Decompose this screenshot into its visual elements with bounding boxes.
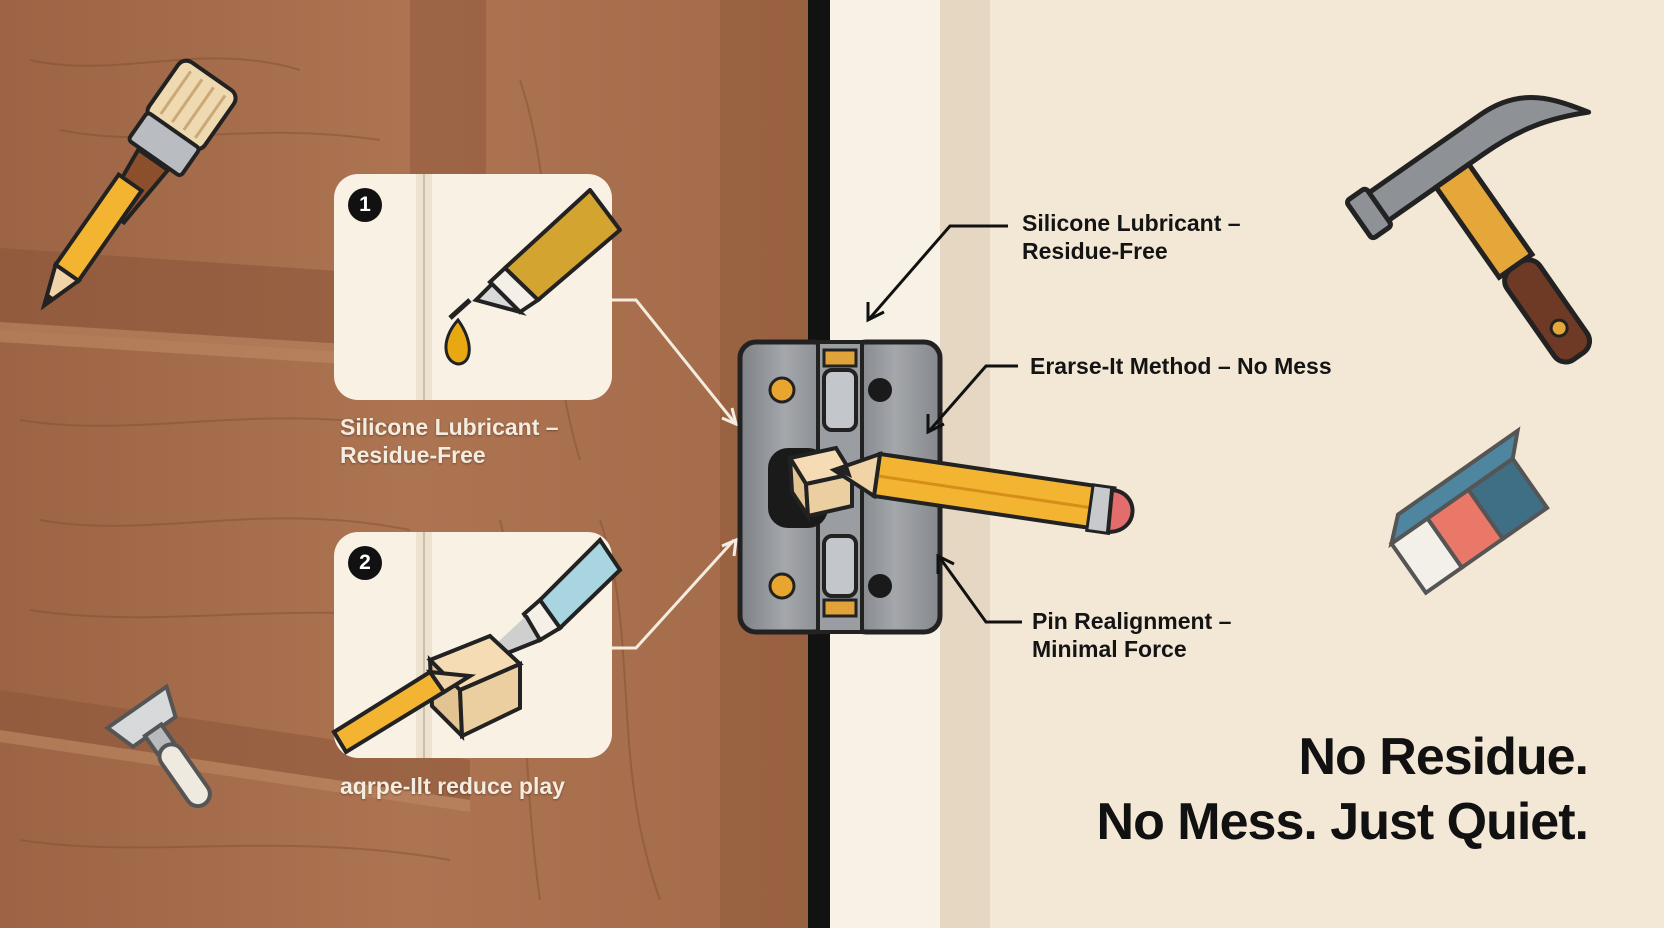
tagline-line2: No Mess. Just Quiet.: [1096, 792, 1589, 851]
hammer-icon: [1345, 95, 1593, 365]
wood-block-icon: [786, 445, 856, 524]
callout-1-line1: Silicone Lubricant –: [1022, 210, 1241, 236]
step-1-caption: Silicone Lubricant – Residue-Free: [340, 414, 559, 469]
step-1-card: [334, 174, 622, 400]
callout-arrows: [866, 224, 1022, 624]
callout-erase-it-method: Erarse-It Method – No Mess: [1030, 353, 1332, 379]
lubricant-bottle-icon: [444, 188, 622, 366]
callout-3-line1: Pin Realignment –: [1032, 608, 1232, 634]
callout-3-line2: Minimal Force: [1032, 635, 1187, 662]
step-1-badge: 1: [348, 188, 382, 222]
callout-1-line2: Residue-Free: [1022, 237, 1168, 264]
scraper-icon: [104, 683, 212, 809]
callout-pin-realignment: Pin Realignment – Minimal Force: [1032, 608, 1231, 663]
step-2-card: [331, 532, 623, 758]
step-2-badge: 2: [348, 546, 382, 580]
tagline: No Residue. No Mess. Just Quiet.: [948, 728, 1590, 851]
pencil-icon: [40, 171, 145, 311]
eraser-icon: [1388, 426, 1550, 596]
step-2-caption: aqrpe-Ilt reduce play: [340, 773, 565, 799]
tagline-line1: No Residue.: [1298, 728, 1590, 786]
callout-silicone-lubricant: Silicone Lubricant – Residue-Free: [1022, 210, 1241, 265]
step-1-caption-line1: Silicone Lubricant –: [340, 414, 559, 440]
step-1-caption-line2: Residue-Free: [340, 441, 486, 468]
step-connector-arrows: [612, 298, 739, 650]
pencil-icon: [331, 669, 477, 755]
pencil-icon: [829, 451, 1135, 536]
